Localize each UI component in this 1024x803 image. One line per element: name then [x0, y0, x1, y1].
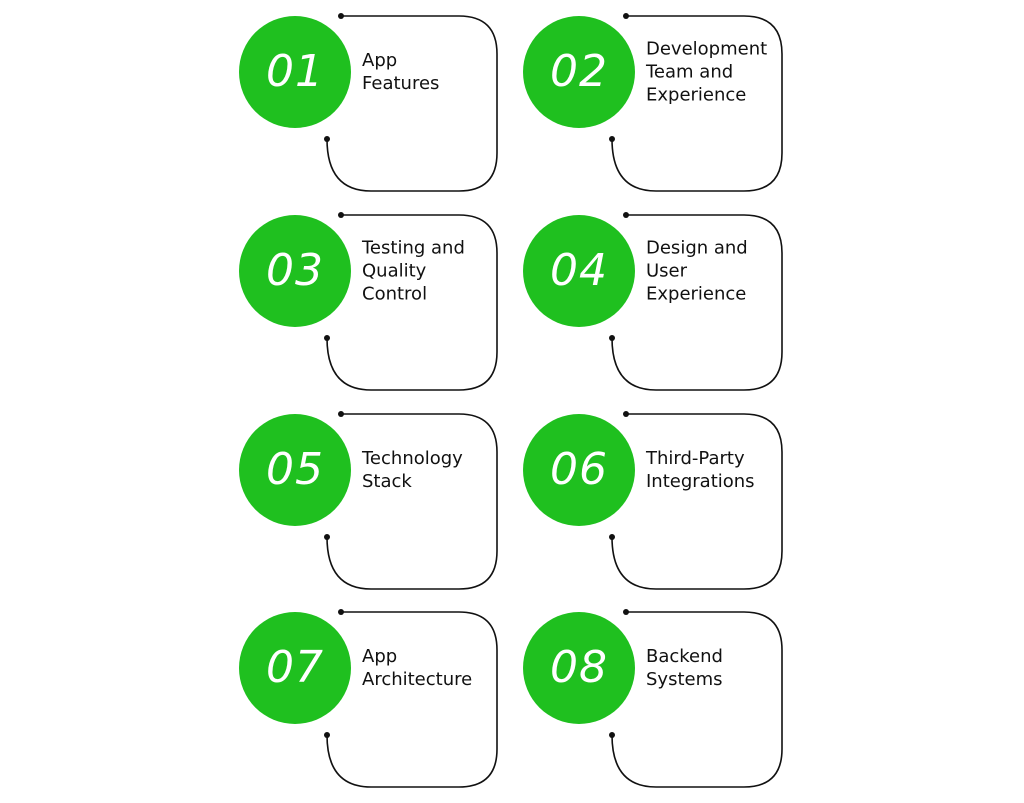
step-number: 02 — [550, 46, 608, 97]
connector-dot — [609, 335, 615, 341]
step-circle: 07 — [239, 612, 351, 724]
card-frame — [609, 609, 783, 788]
step-number: 01 — [266, 46, 324, 97]
card-frame — [609, 411, 783, 590]
connector-dot — [324, 732, 330, 738]
card-04: 04 Design and User Experience — [523, 212, 813, 395]
step-label: Testing and Quality Control — [362, 237, 465, 305]
connector-dot — [609, 732, 615, 738]
card-02: 02 Development Team and Experience — [523, 13, 813, 196]
connector-dot — [338, 13, 344, 19]
card-05: 05 Technology Stack — [239, 411, 529, 594]
connector-dot — [324, 335, 330, 341]
card-frame — [324, 13, 498, 192]
card-03: 03 Testing and Quality Control — [239, 212, 529, 395]
step-label: Technology Stack — [362, 448, 463, 492]
card-06: 06 Third-Party Integrations — [523, 411, 813, 594]
step-circle: 04 — [523, 215, 635, 327]
card-frame — [324, 411, 498, 590]
step-number: 08 — [550, 642, 608, 693]
card-01: 01 App Features — [239, 13, 529, 196]
connector-dot — [609, 136, 615, 142]
step-number: 07 — [266, 642, 324, 693]
step-circle: 06 — [523, 414, 635, 526]
step-circle: 05 — [239, 414, 351, 526]
step-number: 04 — [550, 245, 608, 296]
card-07: 07 App Architecture — [239, 609, 529, 792]
step-label: Development Team and Experience — [646, 38, 768, 106]
card-frame — [609, 13, 783, 192]
connector-dot — [609, 534, 615, 540]
step-circle: 01 — [239, 16, 351, 128]
step-circle: 08 — [523, 612, 635, 724]
step-number: 03 — [266, 245, 324, 296]
step-number: 05 — [266, 444, 324, 495]
connector-dot — [338, 411, 344, 417]
step-label: Backend Systems — [646, 646, 723, 690]
connector-dot — [623, 609, 629, 615]
step-circle: 03 — [239, 215, 351, 327]
card-frame — [324, 609, 498, 788]
card-frame — [609, 212, 783, 391]
card-frame — [324, 212, 498, 391]
connector-dot — [338, 609, 344, 615]
step-label: Design and User Experience — [646, 237, 748, 305]
step-label: Third-Party Integrations — [646, 448, 755, 492]
step-circle: 02 — [523, 16, 635, 128]
step-number: 06 — [550, 444, 608, 495]
step-label: App Features — [362, 50, 440, 94]
connector-dot — [324, 136, 330, 142]
card-08: 08 Backend Systems — [523, 609, 813, 792]
connector-dot — [338, 212, 344, 218]
connector-dot — [623, 411, 629, 417]
connector-dot — [623, 212, 629, 218]
connector-dot — [623, 13, 629, 19]
connector-dot — [324, 534, 330, 540]
step-label: App Architecture — [362, 646, 473, 690]
